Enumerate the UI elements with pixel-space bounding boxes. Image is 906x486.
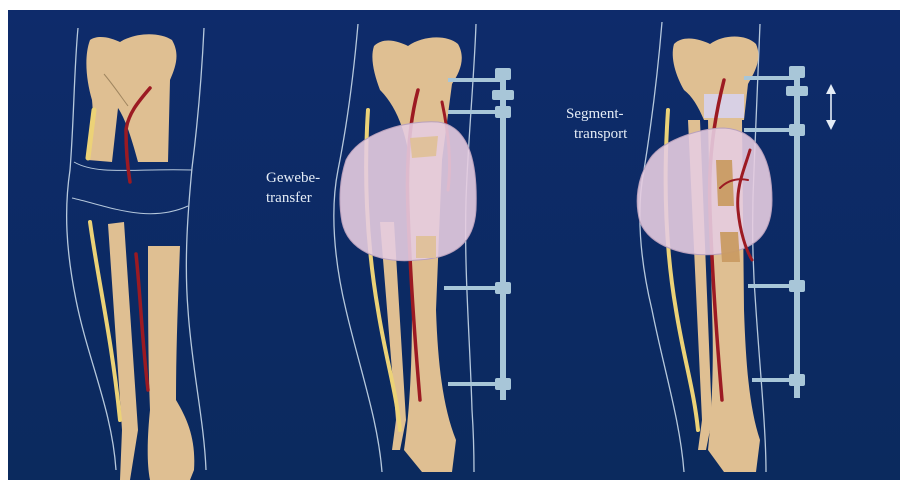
leg-diagram: Gewebe- transfer [8, 10, 900, 480]
bone-through-flap [410, 136, 438, 158]
fixator-clamp [789, 124, 805, 136]
fixator-clamp [495, 68, 511, 80]
label-segment-transport-line1: Segment- [566, 106, 624, 122]
fixator-clamp [789, 374, 805, 386]
fixator-clamp [789, 280, 805, 292]
label-segment-transport-line2: transport [574, 126, 628, 142]
regenerate-zone [704, 94, 744, 118]
fixator-clamp [495, 282, 511, 294]
fixator-clamp [495, 378, 511, 390]
fixator-clamp [495, 106, 511, 118]
transport-segment-lower [720, 232, 740, 262]
label-tissue-transfer-line1: Gewebe- [266, 170, 320, 186]
fixator-rod [794, 66, 800, 398]
illustration-slide: Gewebe- transfer [8, 10, 900, 480]
fixator-clamp [789, 66, 805, 78]
fixator-clamp [492, 90, 514, 100]
tissue-flap [340, 122, 476, 261]
fixator-rod [500, 72, 506, 400]
fixator-clamp [786, 86, 808, 96]
label-tissue-transfer-line2: transfer [266, 190, 312, 206]
bone-through-flap-lower [416, 236, 436, 258]
